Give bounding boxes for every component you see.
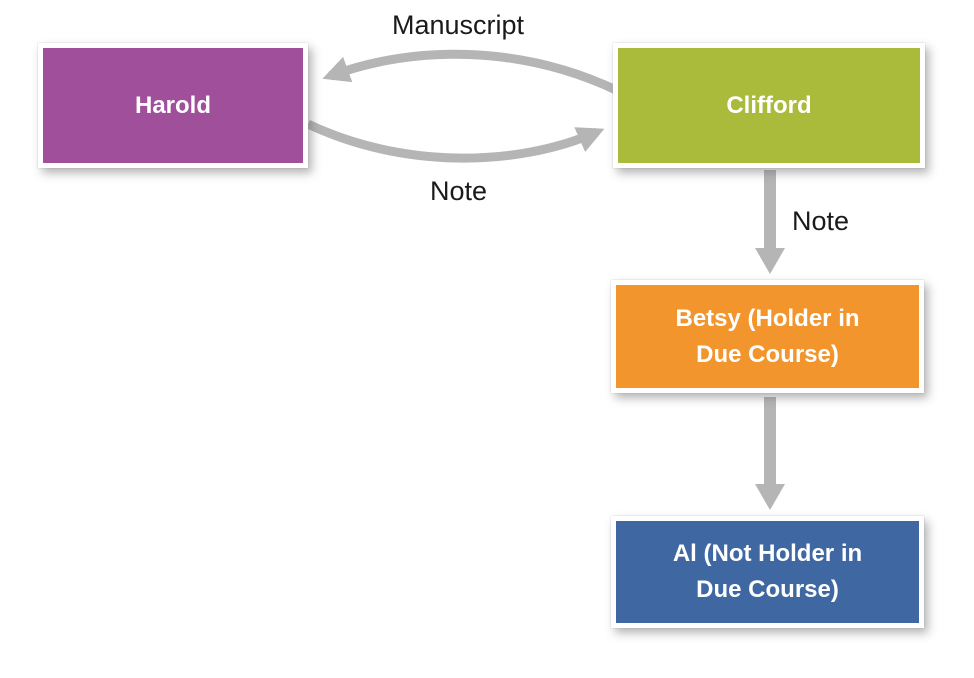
arrow-clifford-to-harold [322, 49, 618, 95]
node-harold: Harold [38, 43, 308, 168]
arrow-clifford-to-betsy-head [755, 248, 785, 274]
node-betsy-label: Betsy (Holder in Due Course) [675, 304, 860, 368]
edge-label-manuscript: Manuscript [392, 10, 525, 40]
node-clifford: Clifford [613, 43, 925, 168]
edge-label-note-harold-clifford: Note [430, 176, 488, 206]
node-clifford-label: Clifford [726, 91, 812, 119]
node-betsy: Betsy (Holder in Due Course) [611, 280, 924, 393]
edge-label-note-clifford-betsy: Note [792, 206, 850, 236]
node-al: Al (Not Holder in Due Course) [611, 516, 924, 628]
node-harold-label: Harold [134, 91, 211, 119]
arrow-betsy-to-al-head [755, 484, 785, 510]
node-al-label: Al (Not Holder in Due Course) [672, 540, 863, 603]
arrow-harold-to-clifford [306, 119, 605, 163]
